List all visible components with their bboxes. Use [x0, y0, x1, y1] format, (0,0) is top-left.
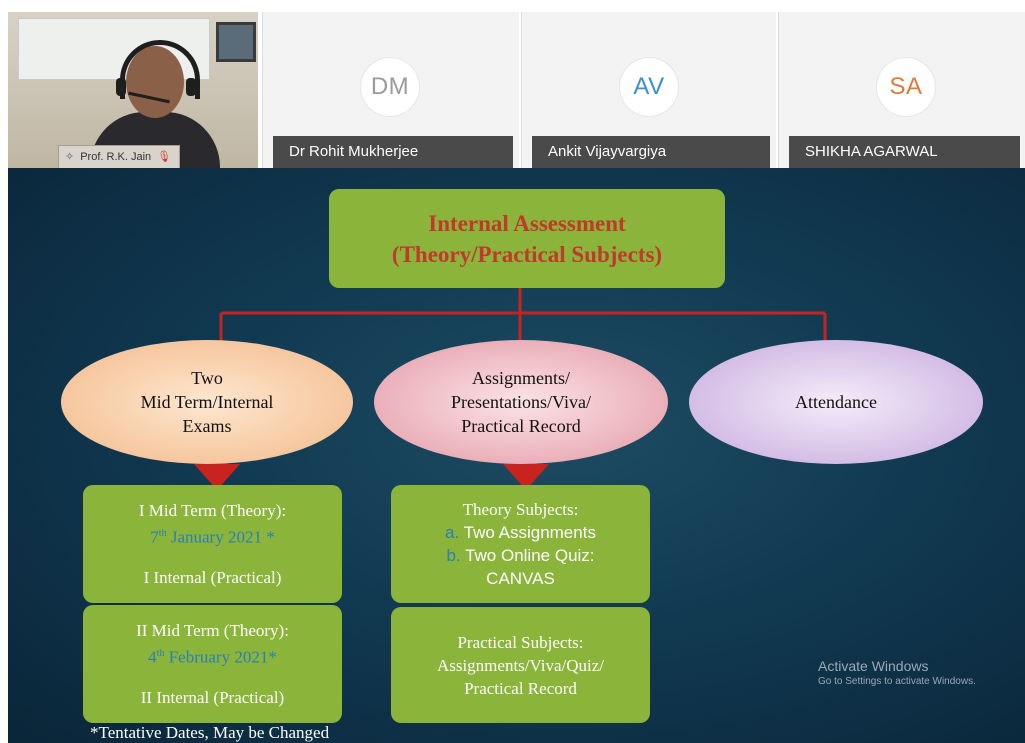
category-attendance: Attendance	[689, 340, 983, 464]
category-line: Exams	[182, 416, 232, 436]
practical-subjects-box: Practical Subjects: Assignments/Viva/Qui…	[391, 607, 650, 723]
video-strip: ✧ Prof. R.K. Jain 🎙 DM Dr Rohit Mukherje…	[0, 0, 1025, 168]
internal-practical: II Internal (Practical)	[140, 688, 285, 708]
midterm-heading: I Mid Term (Theory):	[138, 500, 287, 520]
date-rest: February 2021*	[168, 647, 277, 667]
participant-name-label: ✧ Prof. R.K. Jain 🎙	[58, 145, 181, 168]
headset-icon	[120, 40, 200, 99]
picture-frame-in-video	[216, 22, 256, 62]
headset-ear-left	[116, 78, 126, 96]
practical-heading: Practical Subjects:	[457, 632, 584, 652]
theory-item-a: a. Two Assignments	[445, 521, 596, 544]
participant-tile-dm[interactable]: DM Dr Rohit Mukherjee	[262, 12, 519, 168]
category-line: Attendance	[795, 392, 877, 412]
category-line: Practical Record	[461, 416, 581, 436]
avatar-initials: DM	[370, 73, 410, 100]
participant-tile-sa[interactable]: SA SHIKHA AGARWAL	[778, 12, 1025, 168]
avatar: SA	[877, 58, 935, 116]
avatar-initials: AV	[633, 73, 665, 100]
title-line-1: Internal Assessment	[428, 210, 626, 236]
participant-name-bar: Dr Rohit Mukherjee	[273, 136, 513, 168]
midterm-date: 7th January 2021 *	[150, 522, 274, 549]
participant-name: Dr Rohit Mukherjee	[289, 143, 419, 160]
category-line: Assignments/	[471, 368, 570, 388]
participant-name: Ankit Vijayvargiya	[548, 143, 667, 160]
participant-name: SHIKHA AGARWAL	[805, 143, 938, 160]
avatar-initials: SA	[889, 73, 923, 100]
mic-muted-icon: 🎙	[157, 151, 172, 163]
practical-line-2: Practical Record	[464, 678, 577, 698]
practical-line-1: Assignments/Viva/Quiz/	[436, 655, 605, 675]
title-box: Internal Assessment (Theory/Practical Su…	[329, 189, 725, 288]
theory-item-b: b. Two Online Quiz:	[446, 544, 594, 567]
date-suffix: th	[156, 647, 165, 659]
participant-name-bar: Ankit Vijayvargiya	[532, 136, 770, 168]
category-assignments: Assignments/ Presentations/Viva/ Practic…	[374, 340, 668, 464]
activate-windows-watermark: Activate Windows Go to Settings to activ…	[818, 657, 976, 689]
midterm-2-box: II Mid Term (Theory): 4th February 2021*…	[83, 605, 342, 723]
participant-tile-av[interactable]: AV Ankit Vijayvargiya	[521, 12, 776, 168]
midterm-heading: II Mid Term (Theory):	[136, 620, 289, 640]
category-line: Two	[191, 368, 223, 388]
item-text: Two Online Quiz:	[465, 546, 595, 565]
participant-name: Prof. R.K. Jain	[80, 151, 152, 163]
avatar: AV	[620, 58, 678, 116]
item-prefix: b.	[446, 546, 461, 565]
theory-heading: Theory Subjects:	[462, 500, 579, 519]
category-line: Presentations/Viva/	[451, 392, 591, 412]
theory-subjects-box: Theory Subjects: a. Two Assignments b. T…	[391, 485, 650, 603]
internal-practical: I Internal (Practical)	[143, 568, 282, 588]
date-day: 4	[148, 647, 157, 667]
participant-tile-video[interactable]: ✧ Prof. R.K. Jain 🎙	[8, 12, 258, 168]
item-text: Two Assignments	[463, 523, 596, 542]
category-midterm-exams: Two Mid Term/Internal Exams	[61, 340, 353, 464]
participant-name-bar: SHIKHA AGARWAL	[789, 136, 1020, 168]
midterm-1-box: I Mid Term (Theory): 7th January 2021 * …	[83, 485, 342, 603]
date-suffix: th	[158, 527, 167, 539]
avatar: DM	[361, 58, 419, 116]
shared-slide: Internal Assessment (Theory/Practical Su…	[8, 168, 1025, 743]
footnote: *Tentative Dates, May be Changed	[90, 723, 330, 742]
watermark-title: Activate Windows	[818, 658, 929, 674]
date-day: 7	[150, 527, 159, 547]
item-prefix: a.	[445, 523, 460, 542]
date-rest: January 2021 *	[170, 527, 275, 547]
title-line-2: (Theory/Practical Subjects)	[391, 241, 663, 267]
midterm-date: 4th February 2021*	[148, 642, 277, 669]
headset-ear-right	[186, 78, 196, 96]
category-line: Mid Term/Internal	[140, 392, 274, 412]
theory-item-c: CANVAS	[486, 569, 555, 588]
pin-icon[interactable]: ✧	[65, 151, 75, 163]
watermark-subtitle: Go to Settings to activate Windows.	[818, 676, 976, 687]
